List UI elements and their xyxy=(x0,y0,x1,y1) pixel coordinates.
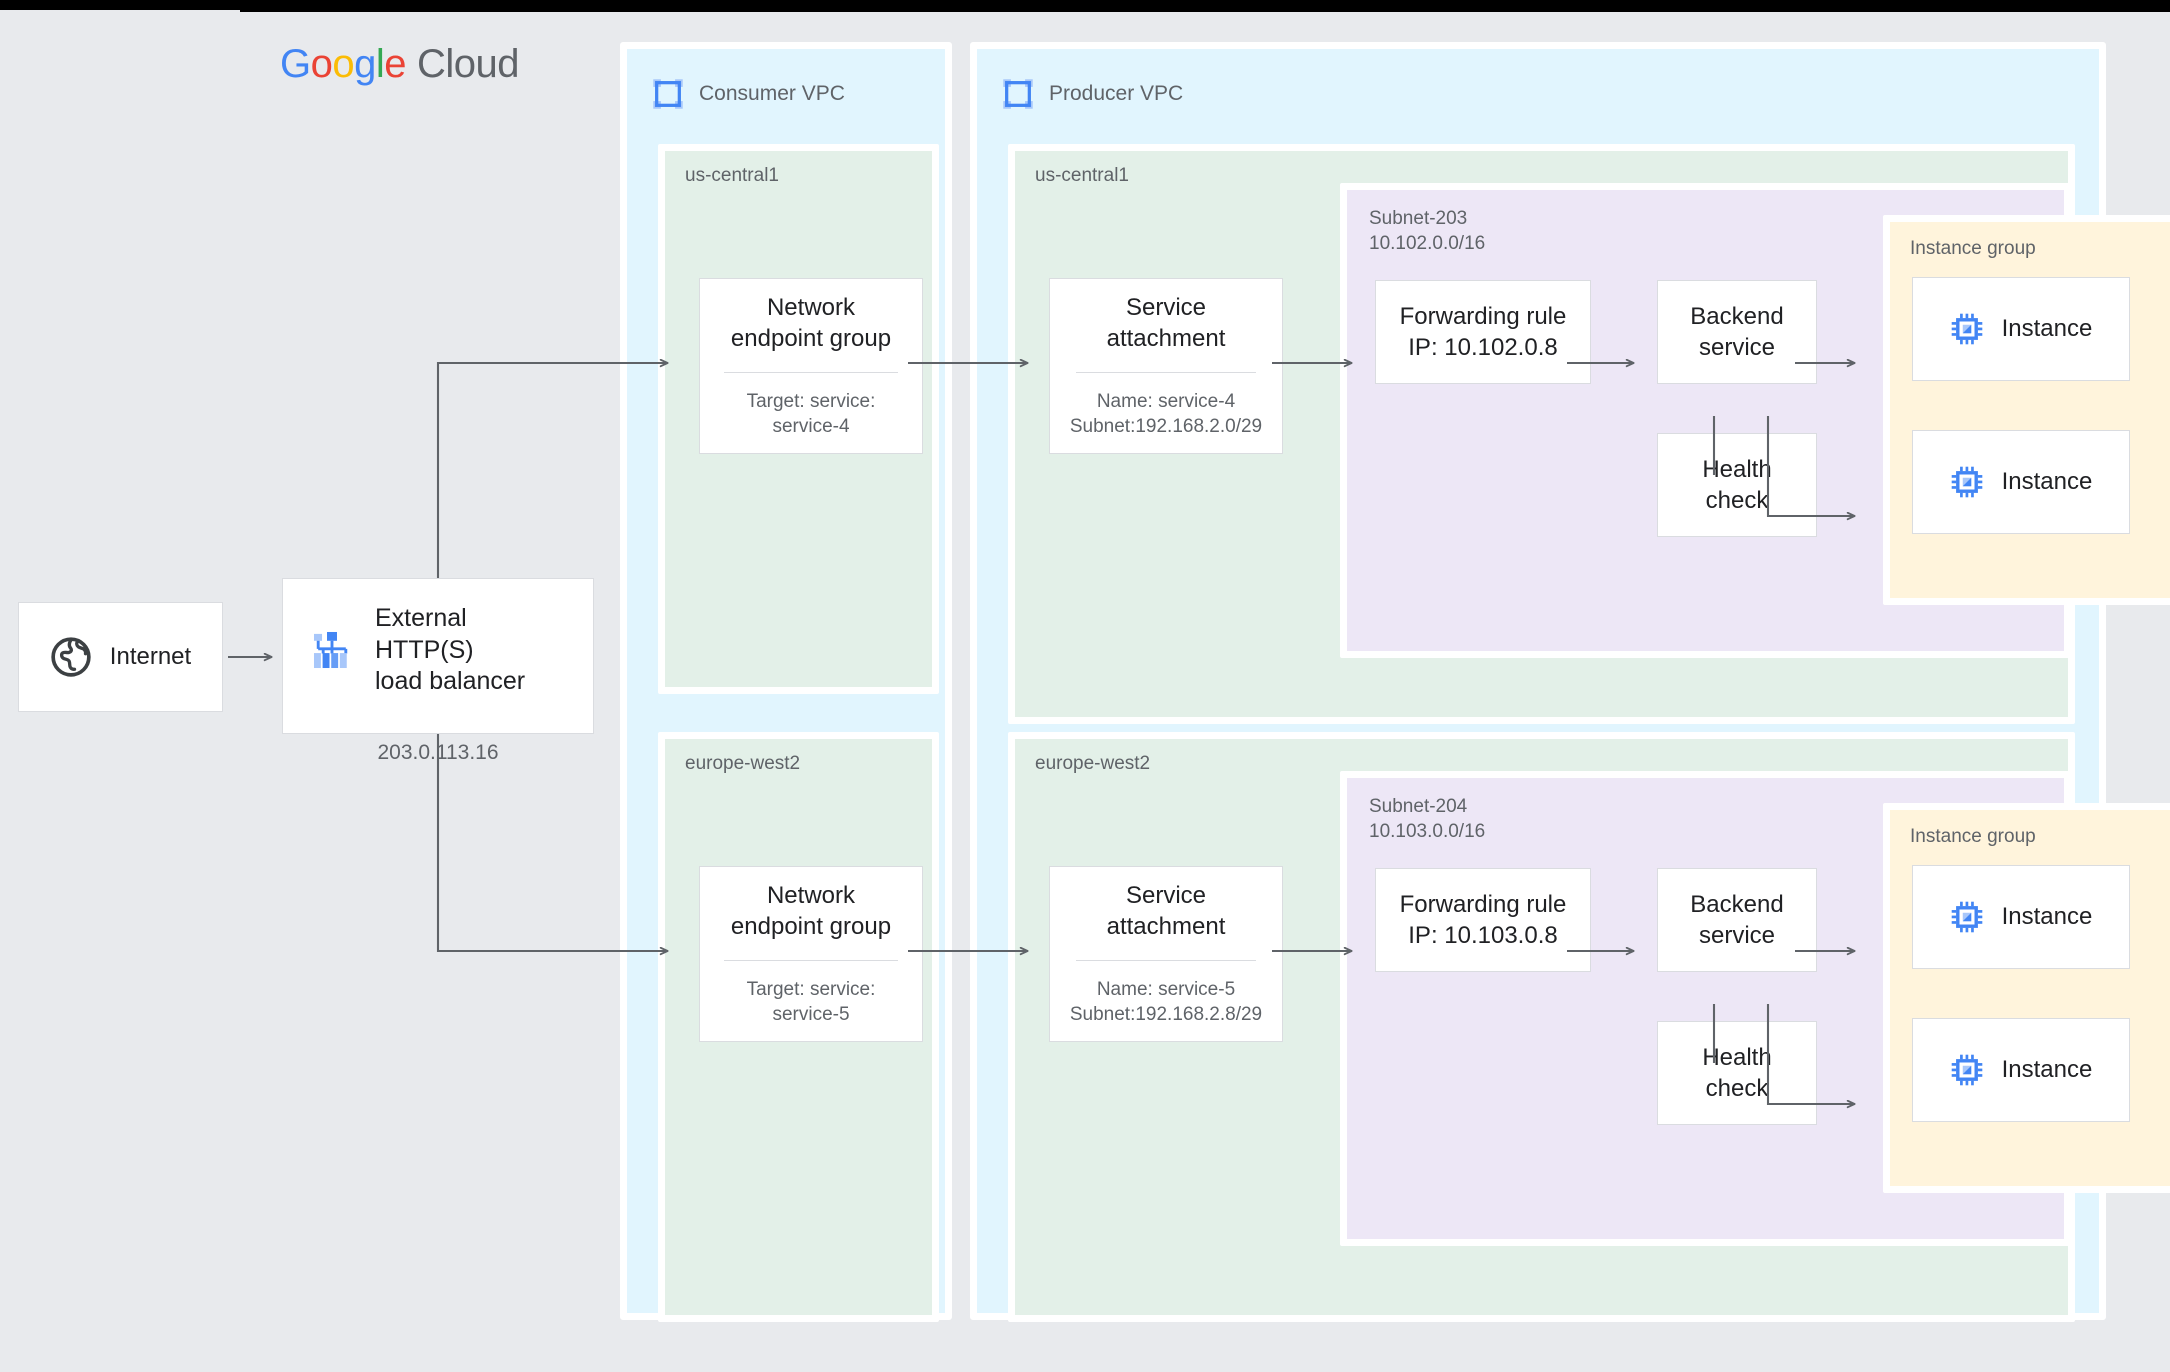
vpc-icon xyxy=(1001,77,1035,111)
logo-letter-o2: o xyxy=(332,42,355,86)
producer-region-label-1: us-central1 xyxy=(1035,165,1129,186)
logo-cloud-word: Cloud xyxy=(417,42,520,86)
vpc-icon xyxy=(651,77,685,111)
internet-label: Internet xyxy=(109,643,192,671)
logo-letter-o1: o xyxy=(310,42,333,86)
instance-label: Instance xyxy=(2001,468,2093,496)
instance-group-204: Instance group xyxy=(1883,803,2170,1193)
consumer-vpc-title: Consumer VPC xyxy=(699,82,845,105)
consumer-region-label-2: europe-west2 xyxy=(685,753,801,774)
divider xyxy=(724,371,898,373)
divider xyxy=(1075,371,1257,373)
logo-letter-G: G xyxy=(280,42,311,86)
top-black-bar xyxy=(0,0,2170,10)
instance-204-2[interactable]: Instance xyxy=(1912,1018,2130,1122)
load-balancer-name: External HTTP(S)load balancer xyxy=(375,604,526,695)
neg-sub-1: Target: service:service-4 xyxy=(746,390,876,438)
neg-sub-2: Target: service:service-5 xyxy=(746,978,876,1026)
logo-letter-g: g xyxy=(354,42,376,86)
top-black-bar-extension xyxy=(240,8,2170,12)
cpu-instance-icon xyxy=(1950,312,1984,346)
globe-icon xyxy=(50,636,92,678)
instance-group-203: Instance group xyxy=(1883,215,2170,605)
instance-label: Instance xyxy=(2001,315,2093,343)
instance-group-label-203: Instance group xyxy=(1910,238,2036,259)
load-balancer-header: External HTTP(S)load balancer xyxy=(309,603,567,698)
instance-label: Instance xyxy=(2001,1056,2093,1084)
logo-letter-e: e xyxy=(384,42,407,86)
producer-vpc-header: Producer VPC xyxy=(1001,77,1183,111)
load-balancer-icon xyxy=(309,627,355,673)
load-balancer-node[interactable]: External HTTP(S)load balancer 203.0.113.… xyxy=(282,578,594,764)
cpu-instance-icon xyxy=(1950,465,1984,499)
consumer-vpc-header: Consumer VPC xyxy=(651,77,845,111)
instance-204-1[interactable]: Instance xyxy=(1912,865,2130,969)
instance-203-1[interactable]: Instance xyxy=(1912,277,2130,381)
consumer-region-label-1: us-central1 xyxy=(685,165,779,186)
divider xyxy=(724,959,898,961)
instance-203-2[interactable]: Instance xyxy=(1912,430,2130,534)
cpu-instance-icon xyxy=(1950,900,1984,934)
instance-group-label-204: Instance group xyxy=(1910,826,2036,847)
logo-letter-l: l xyxy=(375,42,385,86)
load-balancer-ip: 203.0.113.16 xyxy=(377,740,499,764)
internet-node[interactable]: Internet xyxy=(18,602,223,712)
instance-label: Instance xyxy=(2001,903,2093,931)
producer-region-label-2: europe-west2 xyxy=(1035,753,1151,774)
divider xyxy=(1075,959,1257,961)
cpu-instance-icon xyxy=(1950,1053,1984,1087)
producer-vpc-title: Producer VPC xyxy=(1049,82,1184,105)
